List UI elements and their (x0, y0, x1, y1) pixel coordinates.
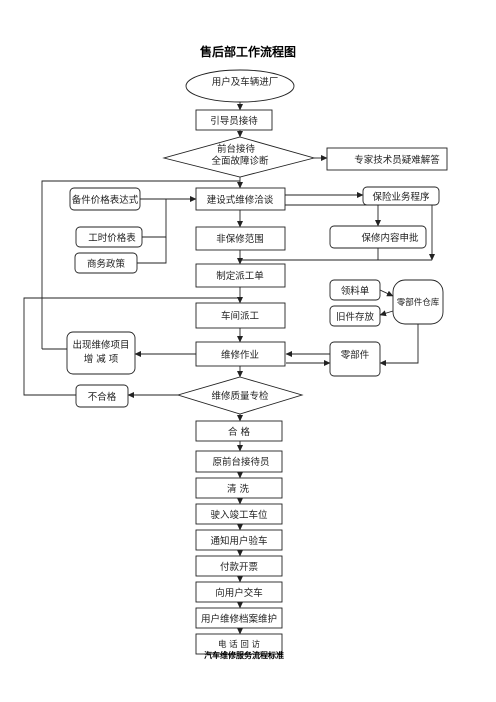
svg-text:商务政策: 商务政策 (87, 258, 126, 270)
node-parts-price: 备件价格表达式 (69, 187, 141, 211)
svg-text:增 减 项: 增 减 项 (84, 353, 119, 365)
node-expert: 专家技术员疑难解答 (326, 147, 448, 171)
node-start: 用户及车辆进厂 (185, 69, 295, 103)
svg-text:车间派工: 车间派工 (221, 310, 260, 322)
node-make-order: 制定派工单 (195, 263, 286, 288)
svg-text:非保修范围: 非保修范围 (216, 233, 264, 245)
line-labor-price-join (142, 199, 167, 238)
line-unqualified-loop (23, 297, 240, 396)
svg-text:零部件仓库: 零部件仓库 (397, 297, 440, 308)
svg-text:制定派工单: 制定派工单 (216, 270, 264, 282)
connectors (23, 102, 435, 635)
node-repair-talk: 建设式维修洽谈 (195, 187, 286, 211)
arrow-warehouse-to-parts (379, 318, 419, 366)
line-left-loop (41, 180, 240, 349)
node-deliver: 向用户交车 (195, 581, 283, 603)
node-parts-warehouse: 零部件仓库 (392, 279, 444, 325)
node-wash: 清 洗 (195, 477, 283, 499)
svg-text:引导员接待: 引导员接待 (210, 115, 258, 127)
svg-text:零部件: 零部件 (341, 349, 370, 361)
node-archive: 用户维修档案维护 (195, 607, 283, 629)
svg-text:付款开票: 付款开票 (220, 561, 259, 573)
svg-text:用户维修档案维护: 用户维修档案维护 (201, 613, 277, 625)
arrow-warehouse-to-old-parts (379, 310, 394, 317)
node-notify-user: 通知用户验车 (195, 529, 283, 551)
svg-text:保险业务程序: 保险业务程序 (372, 191, 430, 203)
node-repair-work: 维修作业 (195, 341, 286, 367)
svg-text:全面故障诊断: 全面故障诊断 (211, 155, 269, 167)
line-policy-join (137, 237, 167, 264)
node-parts: 零部件 (329, 341, 381, 377)
arrow-material-to-warehouse (379, 289, 394, 297)
svg-text:旧件存放: 旧件存放 (336, 311, 375, 323)
node-quality-check: 维修质量专检 (176, 376, 304, 415)
node-material-order: 领料单 (329, 279, 381, 301)
node-guide: 引导员接待 (195, 109, 273, 131)
node-non-insurance: 非保修范围 (195, 226, 286, 251)
node-insurance-approve: 保修内容申批 (329, 225, 427, 249)
svg-text:驶入竣工车位: 驶入竣工车位 (210, 509, 268, 521)
node-old-parts: 旧件存放 (329, 305, 381, 327)
svg-text:维修作业: 维修作业 (221, 349, 259, 361)
node-workshop: 车间派工 (195, 302, 286, 329)
svg-text:合 格: 合 格 (228, 426, 251, 438)
svg-text:维修质量专检: 维修质量专检 (211, 390, 269, 402)
svg-text:出现维修项目: 出现维修项目 (72, 339, 129, 351)
svg-text:不合格: 不合格 (88, 391, 117, 403)
node-return-reception: 原前台接待员 (195, 450, 283, 473)
arrow-talk-to-insurance-approve (285, 204, 381, 227)
svg-text:保修内容申批: 保修内容申批 (361, 232, 419, 244)
svg-text:向用户交车: 向用户交车 (215, 587, 263, 599)
svg-text:前台接待: 前台接待 (217, 143, 256, 155)
node-payment: 付款开票 (195, 555, 283, 577)
svg-text:通知用户验车: 通知用户验车 (210, 535, 267, 547)
node-qualified: 合 格 (195, 420, 283, 442)
svg-text:原前台接待员: 原前台接待员 (212, 456, 269, 468)
node-drive-done: 驶入竣工车位 (195, 503, 283, 525)
svg-text:领料单: 领料单 (341, 285, 370, 297)
node-phone-visit: 电 话 回 访 (195, 633, 283, 655)
svg-text:专家技术员疑难解答: 专家技术员疑难解答 (354, 154, 440, 166)
node-unqualified: 不合格 (75, 384, 129, 408)
node-reception: 前台接待 全面故障诊断 (162, 136, 316, 178)
diagram-title: 售后部工作流程图 (200, 44, 296, 59)
svg-text:备件价格表达式: 备件价格表达式 (72, 194, 139, 206)
node-insurance-proc: 保险业务程序 (362, 186, 440, 206)
node-labor-price: 工时价格表 (75, 226, 143, 248)
svg-text:电 话 回 访: 电 话 回 访 (218, 639, 261, 650)
node-extra-items: 出现维修项目 增 减 项 (66, 331, 136, 375)
svg-text:用户及车辆进厂: 用户及车辆进厂 (212, 76, 279, 88)
footer-caption: 汽车维修服务流程标准 (204, 650, 284, 660)
svg-text:清 洗: 清 洗 (227, 483, 250, 495)
node-business-policy: 商务政策 (74, 252, 138, 274)
svg-text:工时价格表: 工时价格表 (88, 232, 136, 244)
svg-text:建设式维修洽谈: 建设式维修洽谈 (207, 194, 274, 206)
